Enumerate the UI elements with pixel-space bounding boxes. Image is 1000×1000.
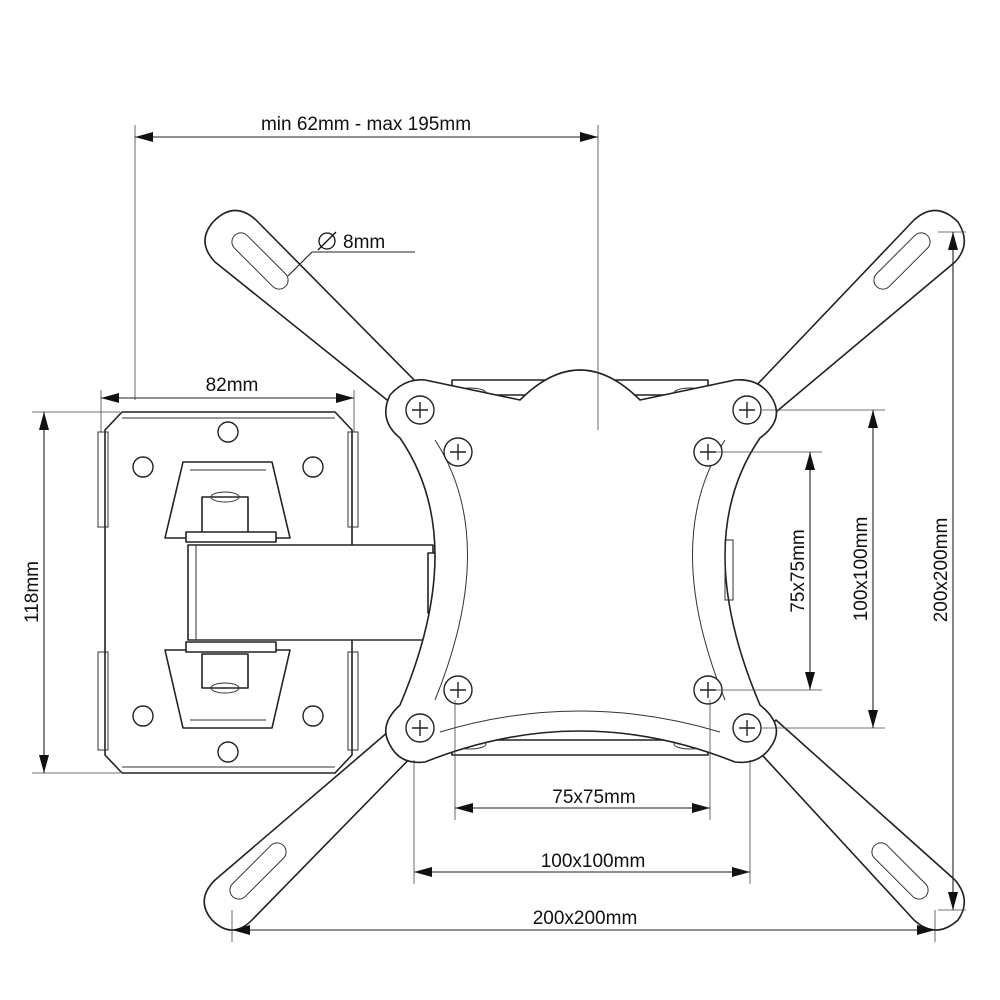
phillips-screw-icon — [405, 395, 762, 743]
vesa-75-vertical-label: 75x75mm — [788, 529, 809, 612]
vesa-200-vertical-label: 200x200mm — [931, 518, 952, 623]
span-label: min 62mm - max 195mm — [261, 114, 471, 135]
dimension-span: min 62mm - max 195mm — [134, 114, 599, 430]
dimension-vesa-200-horizontal: 200x200mm — [231, 908, 936, 942]
dimension-plate-width: 82mm — [100, 375, 355, 432]
vesa-100-vertical-label: 100x100mm — [851, 517, 872, 622]
vesa-100-horizontal-label: 100x100mm — [541, 851, 646, 872]
vesa-arm-top-right — [751, 209, 966, 413]
wall-hole-ur — [302, 456, 324, 478]
plate-width-label: 82mm — [206, 375, 259, 396]
hole-diameter-label: 8mm — [343, 232, 385, 253]
swivel-arm — [187, 544, 437, 641]
vesa-arm-bottom-right — [751, 719, 966, 931]
dimension-vesa-100-vertical: 100x100mm — [762, 409, 885, 729]
dimension-vesa-75-horizontal: 75x75mm — [454, 700, 711, 820]
wall-hole-ul — [132, 456, 154, 478]
dimension-vesa-200-vertical: 200x200mm — [931, 231, 966, 911]
dimension-vesa-100-horizontal: 100x100mm — [413, 760, 751, 884]
vesa-200-horizontal-label: 200x200mm — [533, 908, 638, 929]
dimension-vesa-75-vertical: 75x75mm — [715, 451, 822, 691]
vesa-75-horizontal-label: 75x75mm — [552, 787, 635, 808]
dimension-hole-diameter: 8mm — [287, 231, 415, 277]
vesa-adaptor-plate — [384, 369, 778, 764]
vesa-arm-bottom-left — [203, 719, 425, 931]
wall-hole-ll — [132, 705, 154, 727]
diameter-symbol-icon — [317, 231, 337, 251]
dimension-plate-height: 118mm — [22, 411, 120, 774]
wall-hole-lr — [302, 705, 324, 727]
wall-hole-bottom — [217, 741, 239, 763]
plate-height-label: 118mm — [22, 561, 43, 623]
wall-hole-top — [217, 421, 239, 443]
